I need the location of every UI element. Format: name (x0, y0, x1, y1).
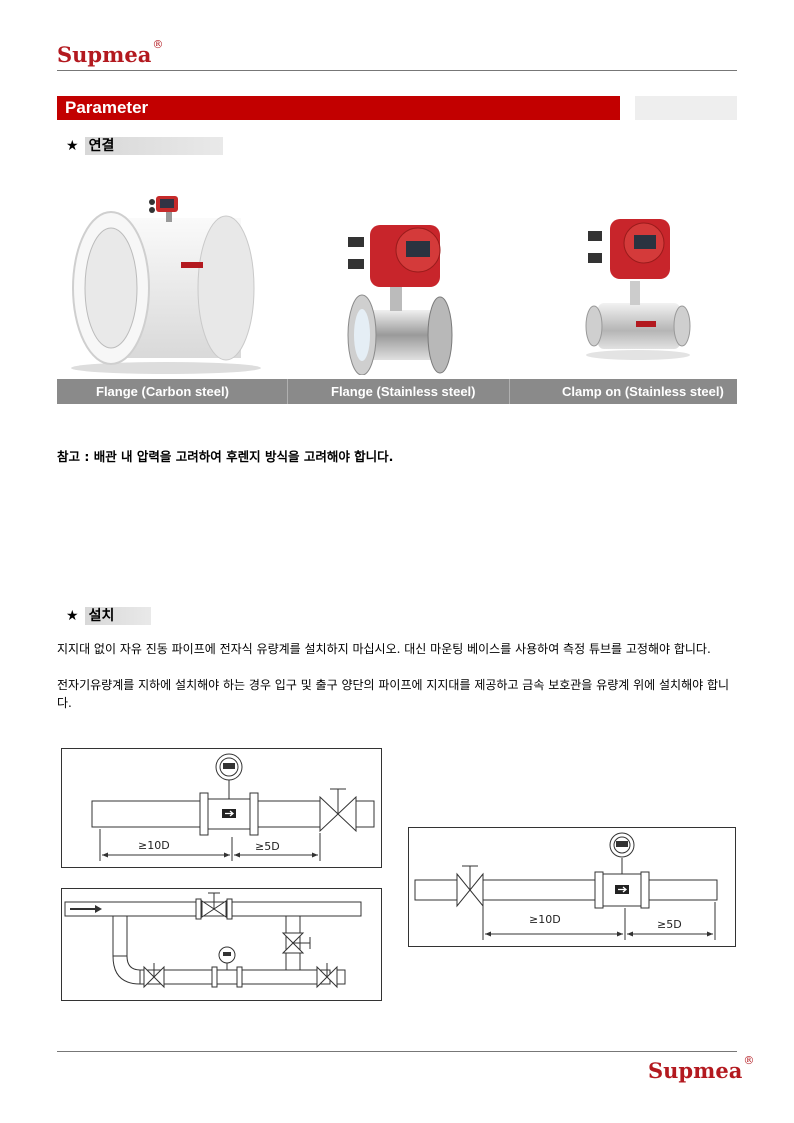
installation-diagram-bypass (61, 888, 382, 1001)
flange-stainless-steel-image (347, 225, 453, 375)
installation-paragraph-2: 전자기유량계를 지하에 설치해야 하는 경우 입구 및 출구 양단의 파이프에 … (57, 678, 730, 710)
connection-note: 참고 : 배관 내 압력을 고려하여 후렌지 방식을 고려해야 합니다. (57, 449, 394, 464)
installation-diagram-straight-pipe: ≥10D ≥5D (61, 748, 382, 868)
diagram3-upstream-label: ≥10D (529, 913, 561, 926)
flange-carbon-steel-image (71, 196, 261, 374)
parameter-side-block (635, 96, 737, 120)
diagram1-downstream-label: ≥5D (255, 840, 280, 853)
connection-heading: ★ 연결 (66, 137, 223, 155)
header-logo: Supmea® (57, 38, 164, 67)
caption-clamp-on: Clamp on (Stainless steel) (562, 384, 724, 399)
diagram3-downstream-label: ≥5D (657, 918, 682, 931)
footer-logo: Supmea® (648, 1054, 755, 1083)
caption-flange-stainless: Flange (Stainless steel) (288, 379, 510, 404)
parameter-title-bar: Parameter (57, 96, 620, 120)
caption-flange-carbon: Flange (Carbon steel) (57, 379, 288, 404)
footer-divider (57, 1051, 737, 1052)
installation-heading: ★ 설치 (66, 607, 151, 625)
header-divider (57, 70, 737, 71)
product-caption-bar: Flange (Carbon steel) Flange (Stainless … (57, 379, 737, 404)
installation-paragraph-1: 지지대 없이 자유 진동 파이프에 전자식 유량계를 설치하지 마십시오. 대신… (57, 642, 711, 656)
installation-diagram-valve-upstream: ≥10D ≥5D (408, 827, 736, 947)
diagram1-upstream-label: ≥10D (138, 839, 170, 852)
clamp-on-stainless-steel-image (585, 219, 691, 360)
